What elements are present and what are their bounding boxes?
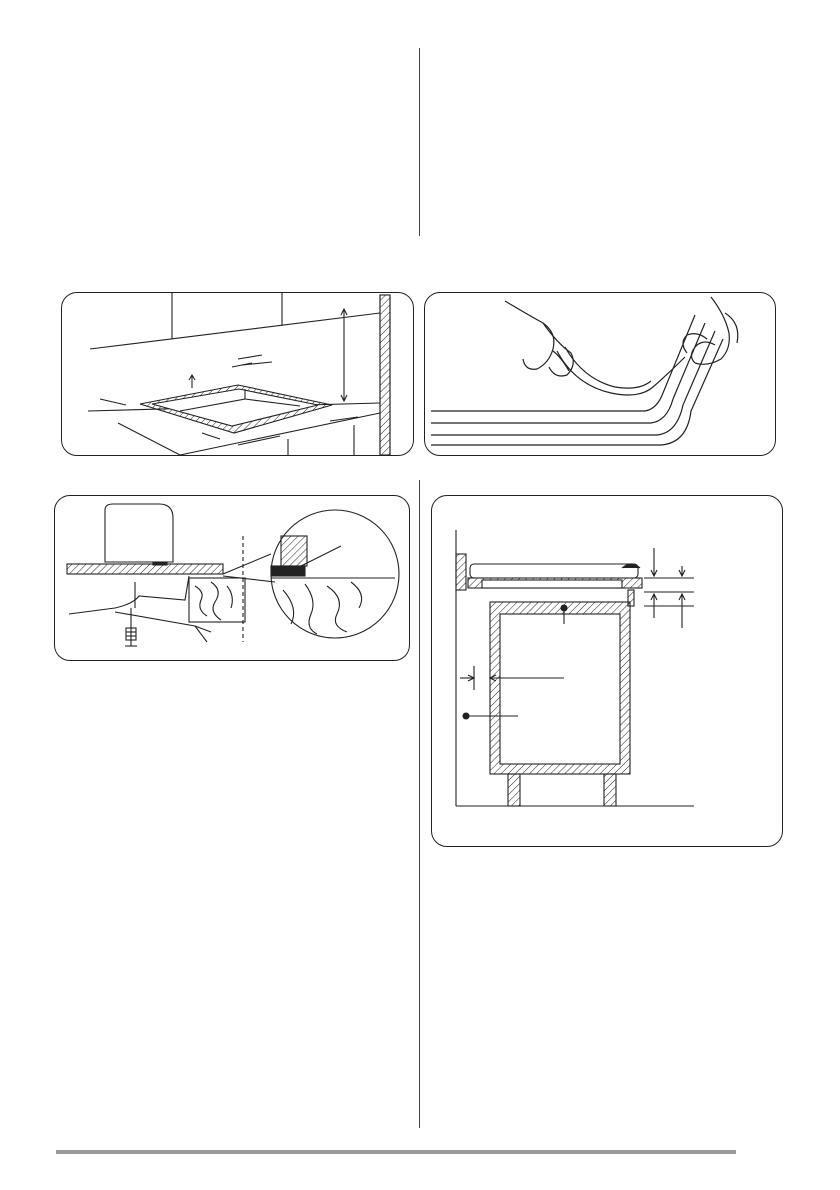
figure-fixing-brackets	[54, 495, 410, 661]
figure-cutout-dimensions	[61, 292, 414, 456]
bracket-screw-icon	[55, 496, 410, 661]
figure-cabinet-clearance	[431, 495, 783, 847]
cutout-diagram-icon	[62, 293, 414, 456]
column-divider-top	[419, 48, 420, 236]
column-divider-bottom	[419, 480, 420, 1128]
footer-rule	[56, 1150, 736, 1154]
cabinet-section-icon	[432, 496, 783, 847]
hands-seal-icon	[425, 293, 776, 456]
figure-seal-application	[424, 292, 776, 456]
